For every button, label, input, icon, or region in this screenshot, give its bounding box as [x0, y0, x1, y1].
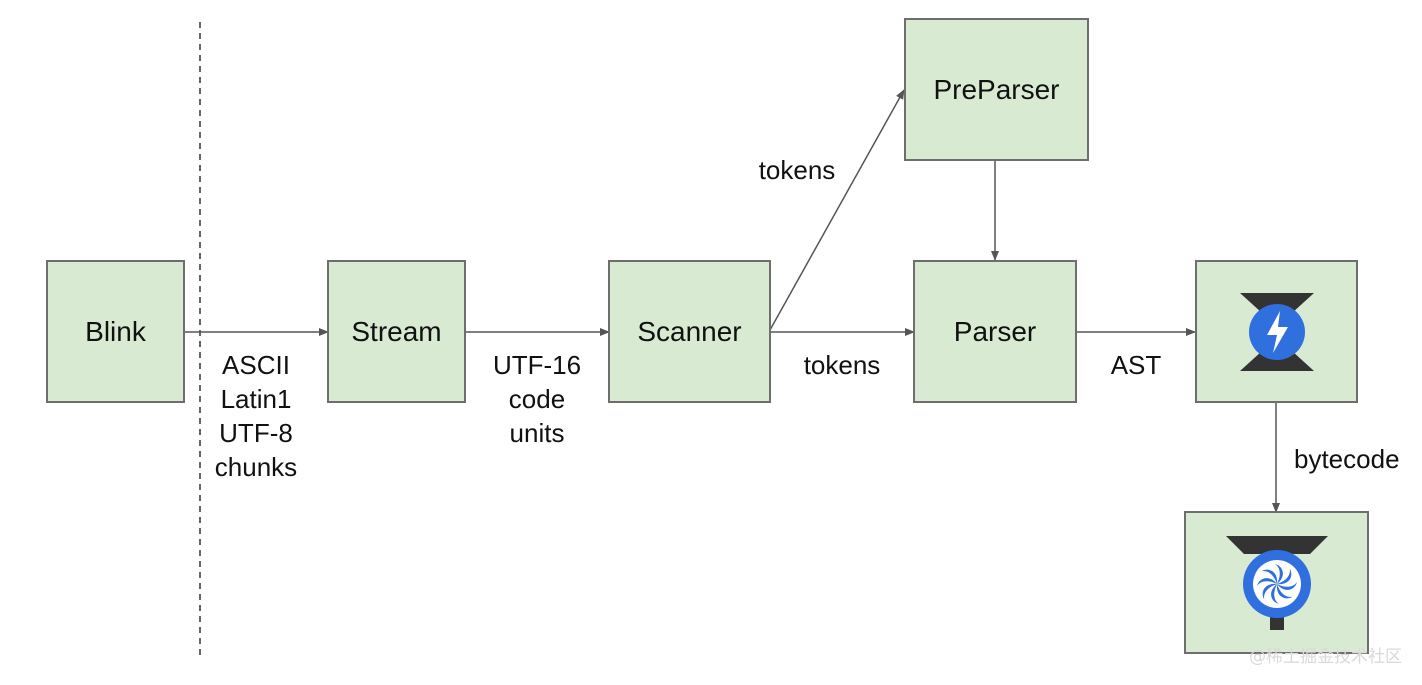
node-preparser: PreParser — [904, 18, 1089, 161]
label-ignition-turbofan: bytecode — [1294, 444, 1400, 474]
label-scanner-preparser: tokens — [758, 155, 836, 185]
label-line: UTF-16 — [492, 350, 582, 380]
label-line: Latin1 — [220, 384, 292, 414]
label-stream-scanner: UTF-16 code units — [477, 348, 597, 450]
label-scanner-parser: tokens — [803, 350, 881, 380]
node-parser: Parser — [913, 260, 1077, 403]
label-line: UTF-8 — [219, 418, 293, 448]
watermark: @稀土掘金技术社区 — [1249, 647, 1402, 667]
node-stream: Stream — [327, 260, 466, 403]
label-line: chunks — [214, 452, 298, 482]
label-line: units — [509, 418, 565, 448]
arrow-scanner-to-preparser — [769, 89, 905, 331]
turbofan-icon — [1225, 535, 1328, 630]
label-blink-stream: ASCII Latin1 UTF-8 chunks — [196, 348, 316, 484]
ignition-icon — [1239, 292, 1314, 371]
node-ignition — [1195, 260, 1358, 403]
label-line: code — [508, 384, 566, 414]
node-blink: Blink — [46, 260, 185, 403]
label-parser-ignition: AST — [1110, 350, 1162, 380]
node-scanner: Scanner — [608, 260, 771, 403]
label-line: ASCII — [222, 350, 290, 380]
node-turbofan — [1184, 511, 1369, 654]
